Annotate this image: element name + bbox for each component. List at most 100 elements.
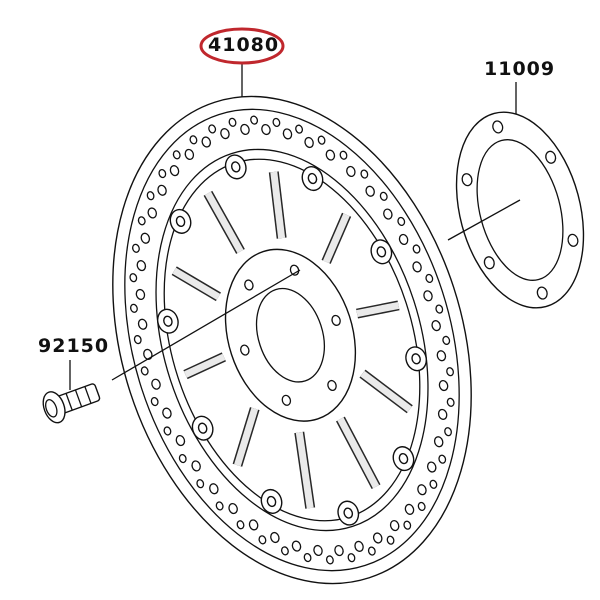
hole [383, 208, 393, 220]
hole [403, 520, 412, 530]
hole [163, 426, 172, 436]
hole [191, 460, 201, 472]
float-button [266, 495, 277, 508]
hole [412, 244, 421, 254]
hole [240, 123, 250, 135]
hole [136, 260, 147, 272]
hole [442, 335, 451, 345]
spoke [356, 301, 400, 318]
hole [261, 123, 271, 136]
hole [367, 546, 376, 556]
hole [280, 546, 289, 556]
hole [151, 378, 161, 390]
float-button [376, 246, 387, 258]
hole [354, 540, 364, 552]
spoke [234, 407, 259, 467]
hole [545, 150, 557, 164]
hole [412, 261, 422, 273]
hole [162, 407, 172, 419]
spoke [204, 191, 244, 254]
hole [347, 553, 356, 563]
float-button [197, 422, 208, 434]
hole [492, 120, 504, 134]
hole [169, 165, 180, 177]
hole [228, 502, 238, 515]
hole [325, 555, 334, 565]
hole [270, 531, 280, 544]
hole [295, 124, 304, 134]
hole [461, 173, 473, 187]
hole [365, 185, 375, 197]
hole [140, 366, 149, 376]
hole [327, 379, 337, 392]
hole [137, 318, 148, 330]
hole [291, 540, 302, 552]
hole [334, 545, 344, 557]
hole [132, 243, 140, 253]
hole [346, 165, 356, 178]
hole [143, 348, 153, 360]
hole [429, 479, 438, 489]
hole [146, 191, 155, 201]
hole [236, 520, 245, 530]
hole [444, 427, 452, 437]
spoke [270, 171, 286, 239]
float-button [175, 215, 186, 228]
part-label-11009[interactable]: 11009 [484, 58, 556, 80]
float-button [398, 452, 409, 465]
spoke [337, 417, 380, 489]
hole [184, 148, 195, 160]
part-label-92150[interactable]: 92150 [38, 335, 110, 357]
hole [220, 128, 230, 140]
hole [437, 408, 448, 420]
gasket-icon[interactable] [436, 98, 600, 322]
hole [317, 135, 326, 145]
hole [483, 256, 495, 270]
hole [404, 503, 415, 515]
hole [196, 479, 205, 489]
hole [397, 216, 406, 227]
hole [435, 304, 444, 314]
hole [215, 501, 224, 511]
hole [438, 379, 449, 392]
hole [147, 207, 158, 219]
float-button [307, 172, 318, 185]
hole [135, 288, 146, 301]
hole [172, 150, 181, 160]
float-button [230, 161, 241, 173]
float-button [411, 353, 421, 365]
hole [436, 350, 447, 362]
hole [258, 535, 267, 545]
hole [379, 191, 388, 201]
axis-line-bolt [111, 269, 301, 381]
spoke [295, 431, 314, 509]
hole [272, 117, 281, 127]
hole [389, 520, 400, 532]
hole [438, 454, 447, 464]
hole [360, 169, 369, 179]
hole [178, 453, 187, 464]
hole [282, 128, 293, 140]
hole [129, 303, 138, 313]
spoke [184, 353, 226, 378]
hole [313, 544, 323, 557]
hole [209, 483, 219, 495]
hole [228, 117, 237, 127]
brake-disc-icon[interactable] [53, 50, 531, 600]
float-button [163, 315, 173, 327]
bolt-icon[interactable] [39, 377, 103, 426]
hole [208, 124, 217, 134]
hole [431, 320, 441, 332]
hole [129, 273, 138, 283]
part-label-41080[interactable]: 41080 [208, 34, 280, 56]
hole [240, 344, 250, 356]
hole [536, 286, 548, 300]
hole [201, 136, 212, 148]
spoke [172, 267, 221, 300]
hole [417, 484, 427, 496]
hole [425, 273, 434, 284]
hole [417, 501, 426, 512]
hole [175, 434, 186, 447]
